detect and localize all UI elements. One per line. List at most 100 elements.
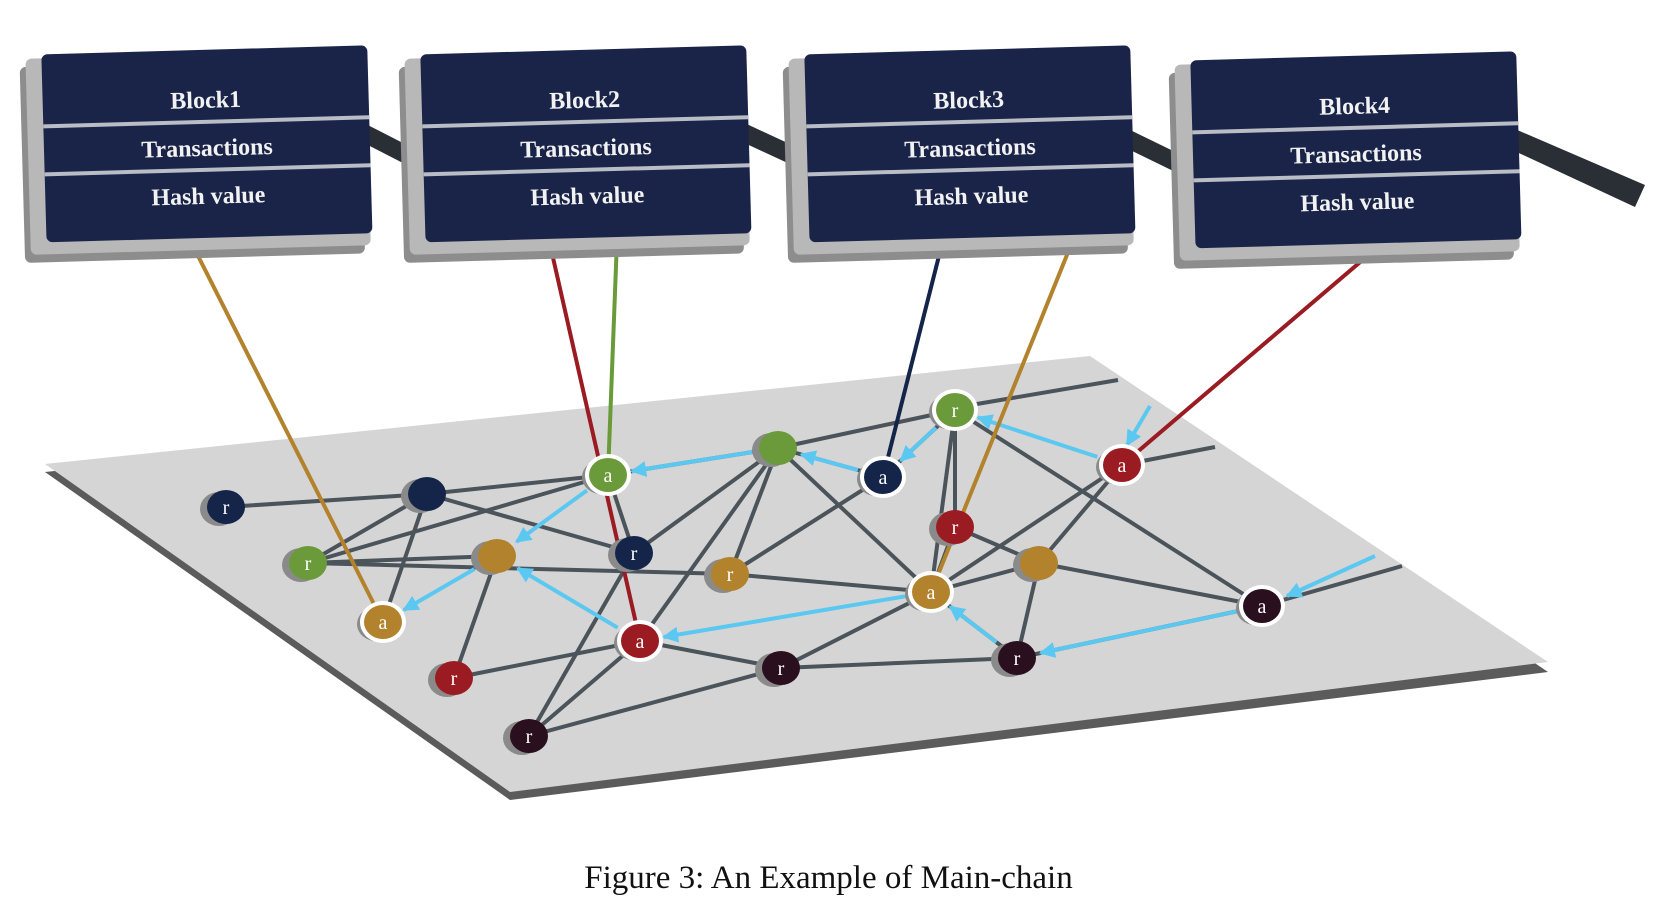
node-label: r: [952, 517, 959, 539]
network-node: r: [929, 389, 978, 431]
network-node: r: [200, 490, 245, 526]
block-transactions-label: Transactions: [520, 134, 652, 164]
network-edge: [225, 492, 428, 509]
network-edge: [426, 492, 635, 555]
block-face: [804, 45, 1136, 243]
node-label: r: [631, 543, 638, 565]
node-body: [621, 624, 659, 658]
block-face: [1190, 51, 1522, 249]
block-face: [41, 45, 373, 243]
network-node: r: [704, 557, 749, 593]
network-edge: [780, 656, 1018, 670]
node-body: [589, 458, 627, 492]
network-node: a: [1236, 585, 1285, 627]
network-edge: [777, 408, 956, 450]
node-body: [364, 605, 402, 639]
block-title: Block2: [549, 87, 620, 115]
network-edge: [452, 555, 499, 679]
node-body: [207, 490, 245, 524]
block-hash-label: Hash value: [914, 182, 1029, 211]
plane-surface: [45, 356, 1548, 792]
node-body: [1020, 546, 1058, 580]
propagation-arrow: [402, 567, 476, 612]
network-edge: [929, 463, 1124, 594]
node-label: a: [1118, 455, 1127, 477]
node-body: [759, 431, 797, 465]
node-body: [615, 536, 653, 570]
block-title: Block1: [170, 87, 241, 115]
network-edge: [780, 590, 932, 670]
network-node: a: [614, 620, 663, 662]
block-divider: [44, 163, 371, 177]
node-body: [936, 510, 974, 544]
node-body: [912, 575, 950, 609]
network-node: r: [991, 641, 1036, 677]
incoming-arrow: [1125, 404, 1152, 447]
network-node: r: [929, 510, 974, 546]
node-label: r: [1014, 648, 1021, 670]
network-edge: [776, 446, 933, 594]
node-label: r: [223, 497, 230, 519]
block-transactions-label: Transactions: [1290, 140, 1422, 170]
network-node: r: [503, 719, 548, 755]
network-edge: [953, 408, 1264, 608]
block-divider: [423, 163, 750, 177]
node-body: [864, 460, 902, 494]
propagation-arrow: [1038, 609, 1237, 658]
network-node: a: [857, 456, 906, 498]
node-body: [289, 546, 327, 580]
propagation-arrow: [630, 450, 753, 477]
network-edge: [527, 552, 636, 737]
block-divider: [422, 115, 749, 129]
propagation-arrows: [402, 404, 1376, 658]
network-edge: [728, 447, 780, 575]
propagation-arrow: [662, 594, 906, 643]
network-node: [401, 477, 446, 513]
network-edge: [453, 639, 641, 680]
node-body: [711, 557, 749, 591]
block-divider: [807, 163, 1134, 177]
propagation-arrow: [516, 566, 619, 630]
node-label: r: [727, 564, 734, 586]
block-hash-label: Hash value: [530, 182, 645, 211]
network-node: [1013, 546, 1058, 582]
network-edge: [426, 473, 609, 496]
block-divider: [43, 115, 370, 129]
block-node-connector: [606, 239, 619, 476]
node-body: [435, 661, 473, 695]
block-hash-label: Hash value: [1300, 188, 1415, 217]
node-label: a: [927, 582, 936, 604]
node-body: [1103, 448, 1141, 482]
network-node: r: [608, 536, 653, 572]
block-transactions-label: Transactions: [904, 134, 1036, 164]
node-label: a: [636, 631, 645, 653]
block-node-connector: [547, 239, 642, 642]
propagation-arrow: [515, 488, 589, 544]
network-edge: [307, 473, 609, 565]
node-body: [478, 539, 516, 573]
block-node-connector: [881, 239, 945, 478]
network-node: r: [282, 546, 327, 582]
block-transactions-label: Transactions: [141, 134, 273, 164]
node-label: a: [1258, 596, 1267, 618]
network-edge: [632, 446, 780, 555]
node-label: a: [379, 612, 388, 634]
network-edge: [1038, 561, 1263, 608]
network-node: r: [428, 661, 473, 697]
figure-caption: Figure 3: An Example of Main-chain: [584, 860, 1073, 896]
node-body: [408, 477, 446, 511]
block-title: Block3: [933, 87, 1004, 115]
node-label: a: [604, 465, 613, 487]
node-label: r: [778, 658, 785, 680]
block-hash-label: Hash value: [151, 182, 266, 211]
network-node: [471, 539, 516, 575]
node-body: [762, 651, 800, 685]
network-edge: [729, 572, 932, 594]
node-body: [1243, 589, 1281, 623]
block-divider: [1192, 121, 1519, 135]
network-node: r: [755, 651, 800, 687]
